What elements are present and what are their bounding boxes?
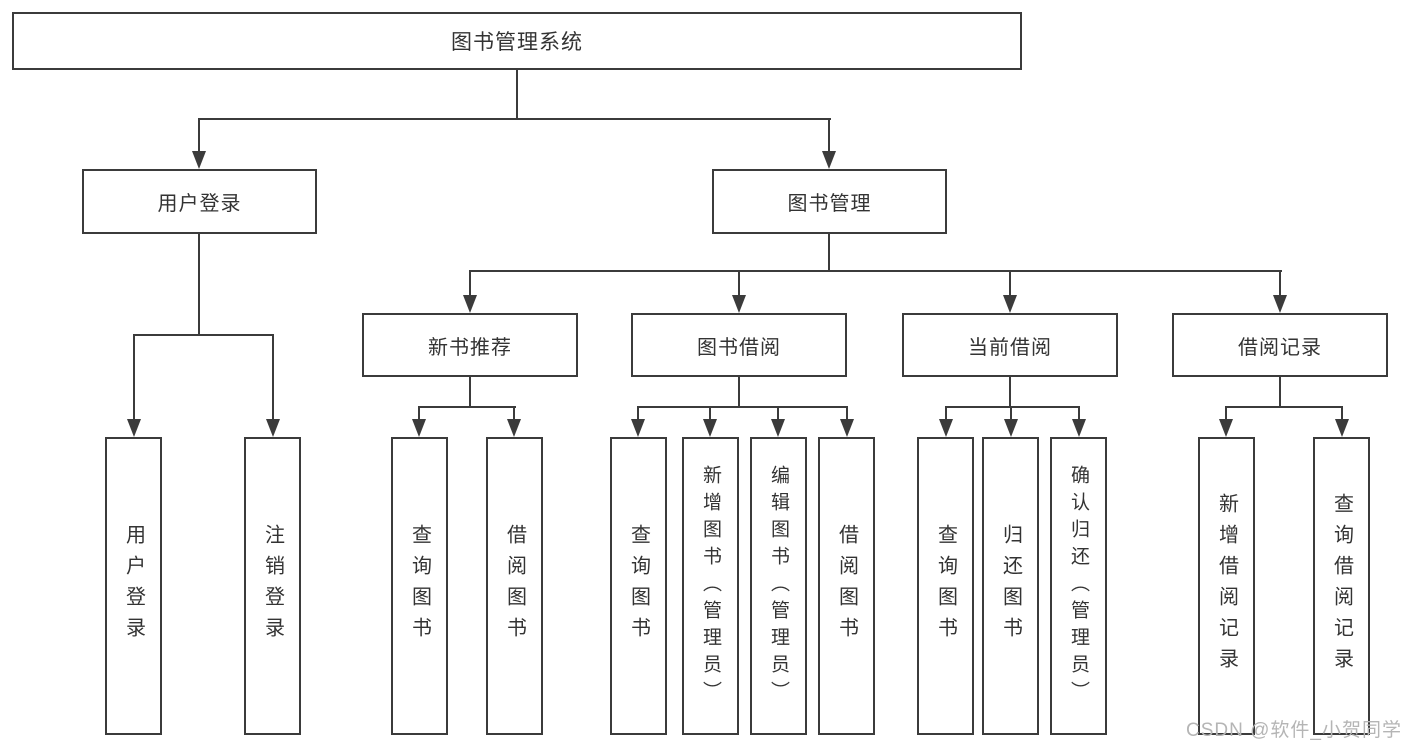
arrow-down-icon — [822, 151, 836, 169]
leaf-user-login: 用户登录 — [105, 437, 162, 735]
arrow-down-icon — [703, 419, 717, 437]
connector-vline — [709, 408, 711, 419]
connector-vline — [1341, 408, 1343, 419]
leaf-logout: 注销登录 — [244, 437, 301, 735]
connector-vline — [516, 70, 518, 120]
node-new-book-recommend: 新书推荐 — [362, 313, 578, 377]
arrow-down-icon — [939, 419, 953, 437]
connector-vline — [828, 120, 830, 152]
connector-vline — [198, 120, 200, 152]
arrow-down-icon — [1219, 419, 1233, 437]
connector-hline — [945, 406, 1080, 408]
connector-vline — [738, 377, 740, 408]
arrow-down-icon — [192, 151, 206, 169]
connector-vline — [469, 377, 471, 408]
node-borrowing-records: 借阅记录 — [1172, 313, 1388, 377]
connector-vline — [828, 234, 830, 272]
node-book-borrowing: 图书借阅 — [631, 313, 847, 377]
connector-hline — [637, 406, 848, 408]
connector-vline — [469, 272, 471, 295]
connector-vline — [1009, 377, 1011, 408]
leaf-add-books-admin: 新增图书（管理员） — [682, 437, 739, 735]
arrow-down-icon — [1273, 295, 1287, 313]
arrow-down-icon — [266, 419, 280, 437]
connector-vline — [1010, 408, 1012, 419]
connector-vline — [846, 408, 848, 419]
connector-vline — [738, 272, 740, 295]
leaf-confirm-return-admin: 确认归还（管理员） — [1050, 437, 1107, 735]
node-book-management: 图书管理 — [712, 169, 947, 234]
arrow-down-icon — [127, 419, 141, 437]
connector-hline — [469, 270, 1282, 272]
connector-vline — [1279, 272, 1281, 295]
connector-hline — [418, 406, 516, 408]
node-library-management-system: 图书管理系统 — [12, 12, 1022, 70]
node-current-borrowing: 当前借阅 — [902, 313, 1118, 377]
connector-vline — [418, 408, 420, 419]
leaf-edit-books-admin: 编辑图书（管理员） — [750, 437, 807, 735]
connector-vline — [272, 336, 274, 419]
arrow-down-icon — [1335, 419, 1349, 437]
arrow-down-icon — [732, 295, 746, 313]
csdn-watermark: CSDN @软件_小贺同学 — [1186, 720, 1402, 741]
connector-vline — [198, 234, 200, 336]
arrow-down-icon — [1004, 419, 1018, 437]
leaf-query-books-recommend: 查询图书 — [391, 437, 448, 735]
leaf-query-books-borrowing: 查询图书 — [610, 437, 667, 735]
connector-vline — [637, 408, 639, 419]
connector-vline — [133, 336, 135, 419]
arrow-down-icon — [631, 419, 645, 437]
connector-hline — [133, 334, 274, 336]
arrow-down-icon — [412, 419, 426, 437]
arrow-down-icon — [507, 419, 521, 437]
leaf-borrow-books: 借阅图书 — [818, 437, 875, 735]
leaf-query-borrow-record: 查询借阅记录 — [1313, 437, 1370, 735]
connector-vline — [777, 408, 779, 419]
arrow-down-icon — [463, 295, 477, 313]
connector-vline — [1009, 272, 1011, 295]
connector-vline — [1225, 408, 1227, 419]
connector-vline — [513, 408, 515, 419]
arrow-down-icon — [1072, 419, 1086, 437]
arrow-down-icon — [1003, 295, 1017, 313]
leaf-add-borrow-record: 新增借阅记录 — [1198, 437, 1255, 735]
leaf-borrow-books-recommend: 借阅图书 — [486, 437, 543, 735]
connector-hline — [1225, 406, 1343, 408]
connector-vline — [1078, 408, 1080, 419]
arrow-down-icon — [771, 419, 785, 437]
connector-vline — [1279, 377, 1281, 408]
leaf-query-books-current: 查询图书 — [917, 437, 974, 735]
arrow-down-icon — [840, 419, 854, 437]
connector-hline — [198, 118, 831, 120]
leaf-return-books: 归还图书 — [982, 437, 1039, 735]
connector-vline — [945, 408, 947, 419]
node-user-login: 用户登录 — [82, 169, 317, 234]
